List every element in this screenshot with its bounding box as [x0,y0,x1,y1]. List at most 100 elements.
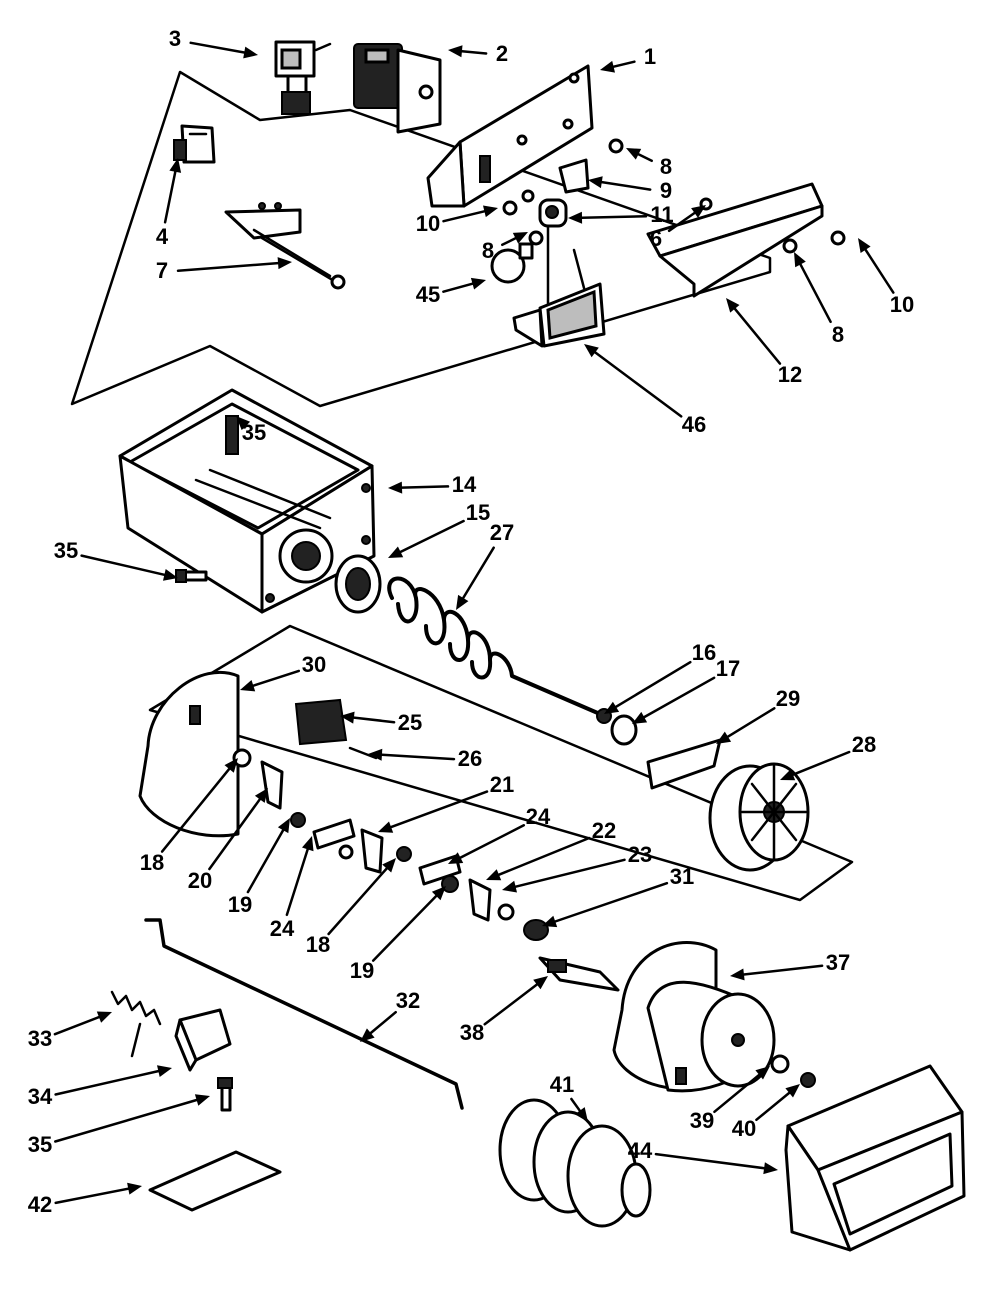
callout-label: 3 [169,26,181,51]
callout-label: 24 [526,804,551,829]
washer-clip-part [596,708,638,746]
callout-label: 18 [306,932,330,957]
cover-plate-part [646,182,846,298]
callout-c46: 46 [584,344,706,437]
callout-leader-line [400,485,450,489]
callout-label: 16 [692,640,716,665]
callout-label: 7 [156,258,168,283]
callout-leader-line [352,716,396,724]
callout-leader-line [733,307,782,365]
bearing-part [334,554,382,614]
callout-leader-line [208,798,262,871]
callout-leader-line [570,1097,582,1112]
callout-arrowhead [542,915,558,928]
callout-label: 46 [682,412,706,437]
callout-arrowhead [785,1084,800,1098]
callout-leader-line [442,282,474,293]
callout-label: 37 [826,950,850,975]
upper-reference-plane [70,70,772,408]
callout-label: 39 [690,1108,714,1133]
crusher-housing-part [138,670,240,838]
callout-arrowhead [302,836,314,852]
callout-arrowhead [194,1094,210,1106]
callout-leader-line [160,767,231,853]
callout-label: 15 [466,500,490,525]
callout-label: 35 [54,538,78,563]
callout-label: 45 [416,282,440,307]
callout-leader-line [54,1069,160,1096]
callout-arrowhead [512,232,528,244]
callout-label: 11 [650,202,673,227]
callout-c39: 39 [690,1066,770,1133]
callout-label: 29 [776,686,800,711]
callout-leader-line [80,554,166,577]
callout-leader-line [726,707,776,738]
callout-c24b: 24 [270,836,314,941]
callout-c2: 2 [448,41,508,66]
callout-label: 26 [458,746,482,771]
callout-arrowhead [360,1028,375,1042]
callout-label: 40 [732,1116,756,1141]
callout-arrowhead [368,748,383,761]
front-cover-part [784,1064,966,1252]
callout-leader-line [442,210,486,223]
callout-leader-line [667,211,696,233]
callout-leader-line [483,983,539,1026]
callout-c1: 1 [600,44,656,73]
valve-part [274,40,332,115]
callout-label: 10 [416,211,440,236]
callout-c21: 21 [378,772,514,833]
callout-c20: 20 [188,788,268,893]
callout-c8b: 8 [482,232,528,263]
callout-c10a: 10 [416,205,498,236]
callout-label: 19 [350,958,374,983]
callout-arrowhead [730,968,745,981]
callout-arrowhead [502,880,517,893]
callout-leader-line [163,170,177,224]
callout-arrowhead [483,205,498,218]
motor-housing-part [612,941,776,1093]
actuator-part [538,956,620,992]
callout-leader-line [612,60,636,68]
callout-c42: 42 [28,1182,142,1217]
callout-arrowhead [858,238,871,253]
callout-leader-line [389,790,489,829]
callout-arrowhead [584,344,599,358]
callout-leader-line [593,351,683,418]
return-spring-part [110,990,162,1058]
bin-screw-part [175,569,208,583]
callout-c35c: 35 [28,1094,210,1157]
callout-label: 38 [460,1020,484,1045]
callout-leader-line [460,50,488,55]
ice-bin-part [118,388,376,614]
callout-c11: 11 [568,202,674,227]
actuator-rod-part [144,918,464,1110]
callout-c38: 38 [460,976,548,1045]
callout-arrowhead [127,1182,142,1195]
callout-arrowhead [632,711,648,724]
callout-label: 34 [28,1084,53,1109]
callout-c16: 16 [604,640,716,714]
callout-label: 19 [228,892,252,917]
callout-label: 35 [28,1132,52,1157]
callout-leader-line [189,41,246,54]
callout-c18b: 18 [306,858,396,957]
callout-leader-line [246,828,285,894]
callout-arrowhead [763,1162,778,1175]
auger-spring-part [387,576,602,716]
callout-label: 31 [670,864,694,889]
callout-leader-line [713,1073,761,1114]
callout-arrowhead [533,976,548,990]
callout-arrowhead [163,569,178,581]
callout-leader-line [285,848,309,917]
callout-leader-line [459,824,526,859]
callout-label: 20 [188,868,212,893]
callout-leader-line [580,215,648,219]
bracket-screw-part [217,1077,233,1112]
drive-wheel-part [708,762,810,872]
callout-c33: 33 [28,1011,112,1051]
callout-arrowhead [254,788,268,803]
callout-arrowhead [431,886,446,901]
callout-label: 9 [660,178,672,203]
callout-arrowhead [456,594,469,610]
